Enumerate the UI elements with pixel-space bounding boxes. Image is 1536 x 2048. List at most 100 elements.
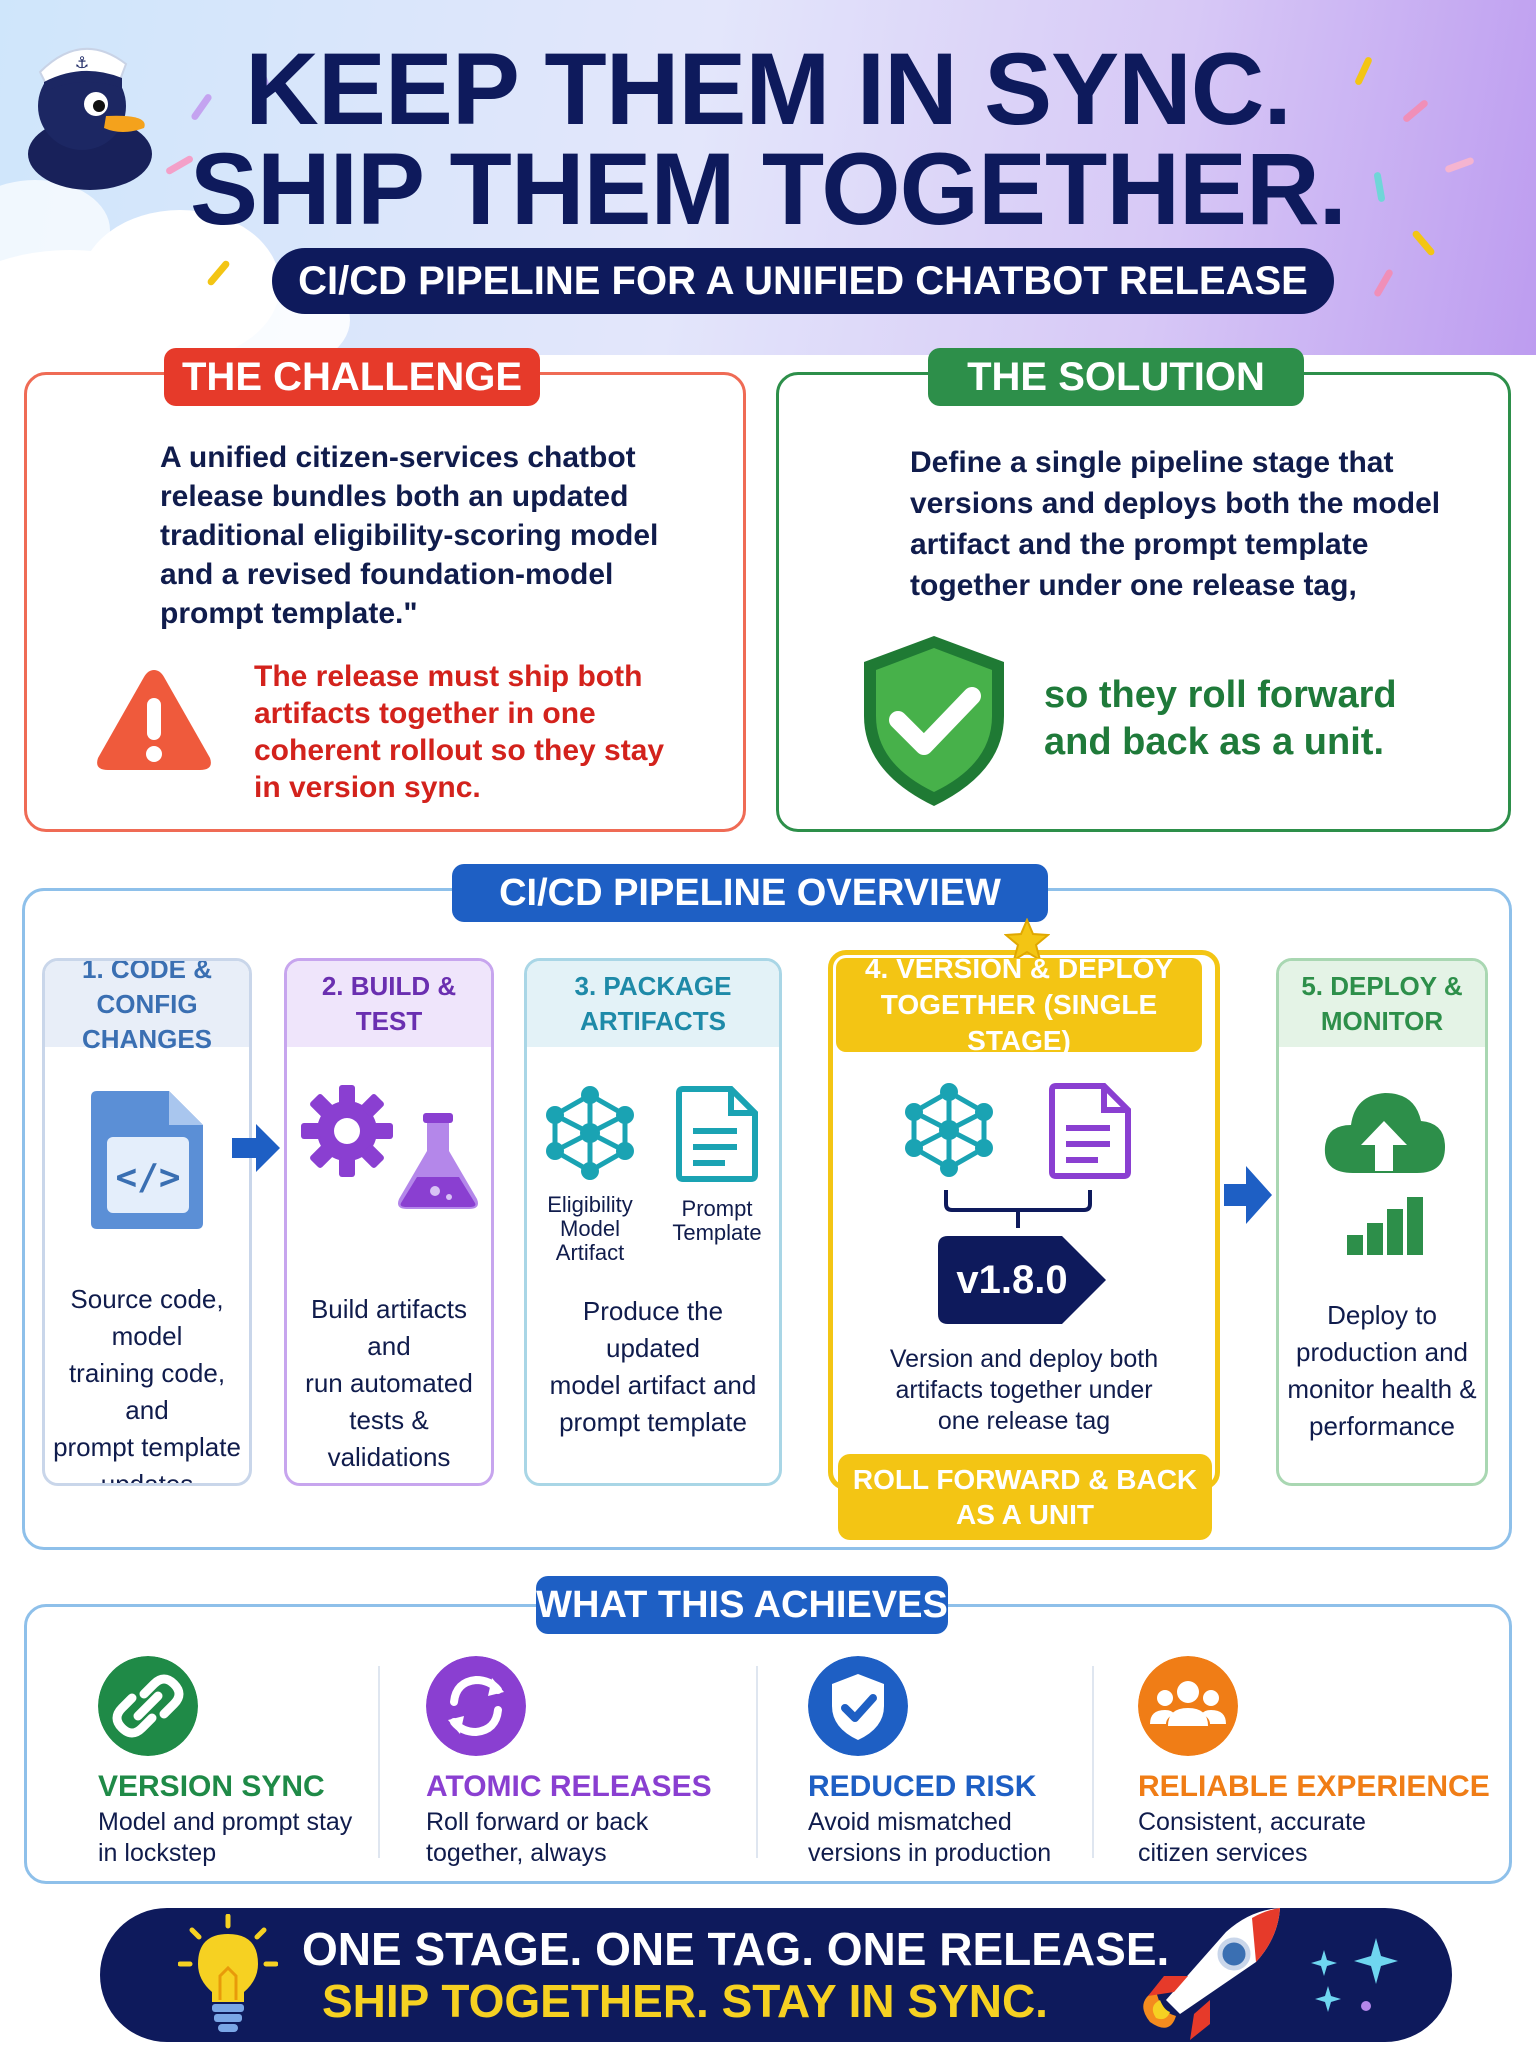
stage-desc-line: training code, and <box>68 1358 226 1425</box>
divider <box>1092 1666 1094 1858</box>
artifact-label-line: Template <box>672 1220 762 1245</box>
stage-build-test: 2. BUILD & TEST Build artifacts and run … <box>284 958 494 1486</box>
confetti-shape <box>1372 268 1395 298</box>
stage-title-line: ARTIFACTS <box>580 1006 726 1036</box>
warning-line: coherent rollout so they stay <box>254 734 665 767</box>
challenge-warning: The release must ship both artifacts tog… <box>254 658 664 806</box>
network-icon <box>905 1083 993 1177</box>
cloud-upload-icon <box>1324 1093 1445 1173</box>
achievement-desc-line: Model and prompt stay <box>98 1808 353 1836</box>
stage-title-line: MONITOR <box>1320 1006 1444 1036</box>
shield-check-icon <box>864 636 1004 806</box>
stage-desc-line: production and <box>1295 1337 1469 1367</box>
warning-line: The release must ship both <box>254 660 643 693</box>
achievement-desc-line: versions in production <box>808 1839 1052 1867</box>
svg-text:⚓: ⚓ <box>75 53 89 72</box>
achievement-desc-line: together, always <box>426 1839 607 1867</box>
arrow-right-icon <box>1224 1166 1272 1224</box>
warning-line: in version sync. <box>254 771 481 804</box>
stage-desc-line: model artifact and <box>549 1370 757 1400</box>
stage-title-line: 4. VERSION & DEPLOY <box>864 953 1174 984</box>
stage-desc-line: monitor health & <box>1287 1374 1477 1404</box>
artifact-label-line: Eligibility <box>547 1192 633 1217</box>
achievement-desc-line: Consistent, accurate <box>1138 1808 1366 1836</box>
document-icon <box>1049 1083 1131 1179</box>
stage-title: 4. VERSION & DEPLOY TOGETHER (SINGLE STAG… <box>836 953 1202 1056</box>
stage-desc-line: updates <box>100 1469 194 1486</box>
solution-label: THE SOLUTION <box>928 348 1304 406</box>
solution-body-line: Define a single pipeline stage that <box>910 446 1394 479</box>
achievement-desc-line: Avoid mismatched <box>808 1808 1012 1836</box>
challenge-body-line: and a revised foundation-model <box>160 558 614 591</box>
stage-deploy-monitor: 5. DEPLOY & MONITOR Deploy to production … <box>1276 958 1488 1486</box>
stage-title-line: 1. CODE & CONFIG <box>81 958 213 1019</box>
link-icon <box>98 1656 198 1756</box>
achievement-desc-line: citizen services <box>1138 1839 1308 1867</box>
stage-desc: Deploy to production and monitor health … <box>1287 1297 1477 1445</box>
stage-desc: Produce the updated model artifact and p… <box>535 1293 771 1441</box>
solution-body-line: artifact and the prompt template <box>910 528 1369 561</box>
stage-desc: Source code, model training code, and pr… <box>53 1281 241 1486</box>
stage-desc: Version and deploy both artifacts togeth… <box>848 1344 1200 1437</box>
stage-desc: Build artifacts and run automated tests … <box>295 1291 483 1476</box>
stage-title: 5. DEPLOY & MONITOR <box>1279 961 1485 1047</box>
unit-line: so they roll forward <box>1044 674 1397 716</box>
solution-body-line: versions and deploys both the model <box>910 487 1441 520</box>
stage-title-line: 2. BUILD & TEST <box>321 971 457 1036</box>
achievement-desc-line: Roll forward or back <box>426 1808 649 1836</box>
achieves-label: WHAT THIS ACHIEVES <box>536 1576 948 1634</box>
achievement-desc: Model and prompt stay in lockstep <box>98 1807 352 1869</box>
bar-chart-icon <box>1347 1197 1423 1255</box>
challenge-body: A unified citizen-services chatbot relea… <box>160 438 658 633</box>
stage-title-line: TOGETHER (SINGLE STAGE) <box>880 989 1158 1056</box>
rocket-icon <box>1143 1908 1280 2040</box>
version-tag-icon <box>938 1236 1106 1324</box>
solution-body: Define a single pipeline stage that vers… <box>910 442 1440 606</box>
challenge-body-line: A unified citizen-services chatbot <box>160 441 636 474</box>
achievement-desc-line: in lockstep <box>98 1839 217 1867</box>
stage-desc-line: prompt template <box>559 1407 747 1437</box>
sparkle-icon <box>1311 1938 1398 2012</box>
stage-desc-line: tests & validations <box>327 1405 451 1472</box>
sailor-duck-mascot-icon: ⚓ <box>28 47 152 190</box>
warning-line: artifacts together in one <box>254 697 596 730</box>
version-tag: v1.8.0 <box>956 1258 1068 1302</box>
challenge-body-line: prompt template." <box>160 597 418 630</box>
main-title-line2: SHIP THEM TOGETHER. <box>189 132 1347 246</box>
merge-bracket-icon <box>944 1190 1092 1228</box>
divider <box>378 1666 380 1858</box>
achievement-title: REDUCED RISK <box>808 1770 1037 1803</box>
main-title-line1: KEEP THEM IN SYNC. <box>245 32 1292 146</box>
stage-title: 2. BUILD & TEST <box>287 961 491 1047</box>
stage-desc-line: Deploy to <box>1327 1300 1437 1330</box>
achievement-desc: Consistent, accurate citizen services <box>1138 1807 1366 1869</box>
challenge-label: THE CHALLENGE <box>164 348 540 406</box>
document-icon <box>676 1086 758 1182</box>
subtitle-pill: CI/CD PIPELINE FOR A UNIFIED CHATBOT REL… <box>272 248 1334 314</box>
rollpill-line: ROLL FORWARD & BACK <box>852 1464 1198 1495</box>
stage-desc-line: Produce the updated <box>582 1296 724 1363</box>
lightbulb-icon <box>178 1914 278 2032</box>
artifact-label-line: Prompt <box>681 1196 753 1221</box>
prompt-template-label: Prompt Template <box>653 1196 779 1245</box>
stage-desc-line: Version and deploy both <box>889 1345 1159 1373</box>
solution-unit-text: so they roll forward and back as a unit. <box>1044 672 1397 766</box>
artifact-label-line: Model <box>560 1216 620 1241</box>
gear-icon <box>301 1085 393 1177</box>
users-icon <box>1138 1656 1238 1756</box>
achievement-desc: Avoid mismatched versions in production <box>808 1807 1051 1869</box>
banner-line1: ONE STAGE. ONE TAG. ONE RELEASE. <box>302 1923 1170 1975</box>
achievements-panel <box>24 1604 1512 1884</box>
challenge-body-line: release bundles both an updated <box>160 480 629 513</box>
stage-title-line: 5. DEPLOY & <box>1301 971 1463 1001</box>
stage-desc-line: performance <box>1309 1411 1455 1441</box>
achievement-title: VERSION SYNC <box>98 1770 325 1803</box>
stage-desc-line: one release tag <box>937 1407 1111 1435</box>
pipeline-label: CI/CD PIPELINE OVERVIEW <box>452 864 1048 922</box>
flask-icon <box>398 1113 478 1209</box>
banner-line2: SHIP TOGETHER. STAY IN SYNC. <box>322 1975 1048 2027</box>
